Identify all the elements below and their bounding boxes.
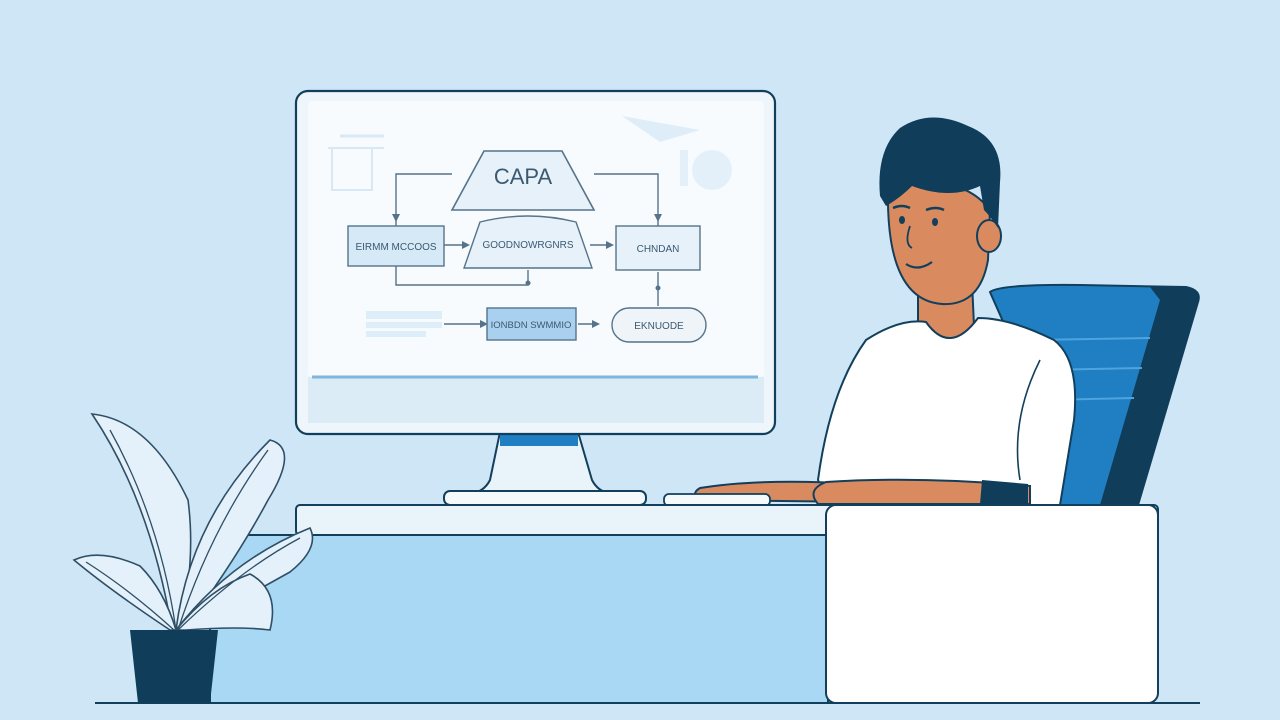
- flowchart: CAPA EIRMM MCCOOS GOODNOWRGNRS CHNDAN IO…: [347, 150, 707, 343]
- flowchart-bottom-label: IONBDN SWMMIO: [491, 320, 572, 331]
- flowchart-end-label: EKNUODE: [634, 321, 684, 332]
- person-smile: [905, 261, 933, 269]
- chair-back-edge: [1100, 287, 1199, 505]
- person-face: [886, 182, 992, 306]
- person-cuff: [980, 480, 1028, 504]
- person-sleeve: [1016, 359, 1041, 481]
- desk-cabinet: [825, 504, 1159, 704]
- monitor-chin: [308, 377, 764, 423]
- flowchart-title-shape: [450, 150, 596, 211]
- person: [694, 117, 1077, 506]
- flowchart-title: CAPA: [494, 164, 553, 189]
- flowchart-left-label: EIRMM MCCOOS: [355, 242, 436, 253]
- plant-stems: [85, 429, 301, 631]
- plant-pot: [130, 630, 218, 703]
- person-eye-left: [899, 216, 905, 224]
- desk: [209, 493, 1159, 704]
- flowchart-right-box: [615, 225, 701, 271]
- flowchart-center-box: [463, 215, 593, 269]
- flowchart-bottom-box: [486, 307, 577, 341]
- person-torso: [816, 316, 1077, 506]
- monitor-neck-accent: [500, 432, 578, 446]
- person-forearm-front: [812, 478, 1031, 505]
- screen-decor-left: [328, 134, 384, 191]
- person-eye-right: [932, 218, 938, 226]
- person-brows: [892, 204, 945, 212]
- person-ear: [976, 219, 1002, 253]
- person-nose: [906, 225, 913, 249]
- flowchart-arrowheads: [392, 214, 662, 328]
- monitor: CAPA EIRMM MCCOOS GOODNOWRGNRS CHNDAN IO…: [294, 89, 777, 506]
- flowchart-right-label: CHNDAN: [637, 244, 680, 255]
- flowchart-center-label: GOODNOWRGNRS: [482, 240, 573, 251]
- monitor-base: [443, 490, 647, 506]
- potted-plant: [72, 413, 314, 703]
- flowchart-faint-input: [366, 311, 442, 337]
- screen-decor-right: [622, 116, 732, 190]
- person-hair: [879, 117, 1001, 228]
- flowchart-end-node: [611, 307, 707, 343]
- desk-front-panel: [209, 534, 829, 704]
- flowchart-left-box: [347, 225, 445, 267]
